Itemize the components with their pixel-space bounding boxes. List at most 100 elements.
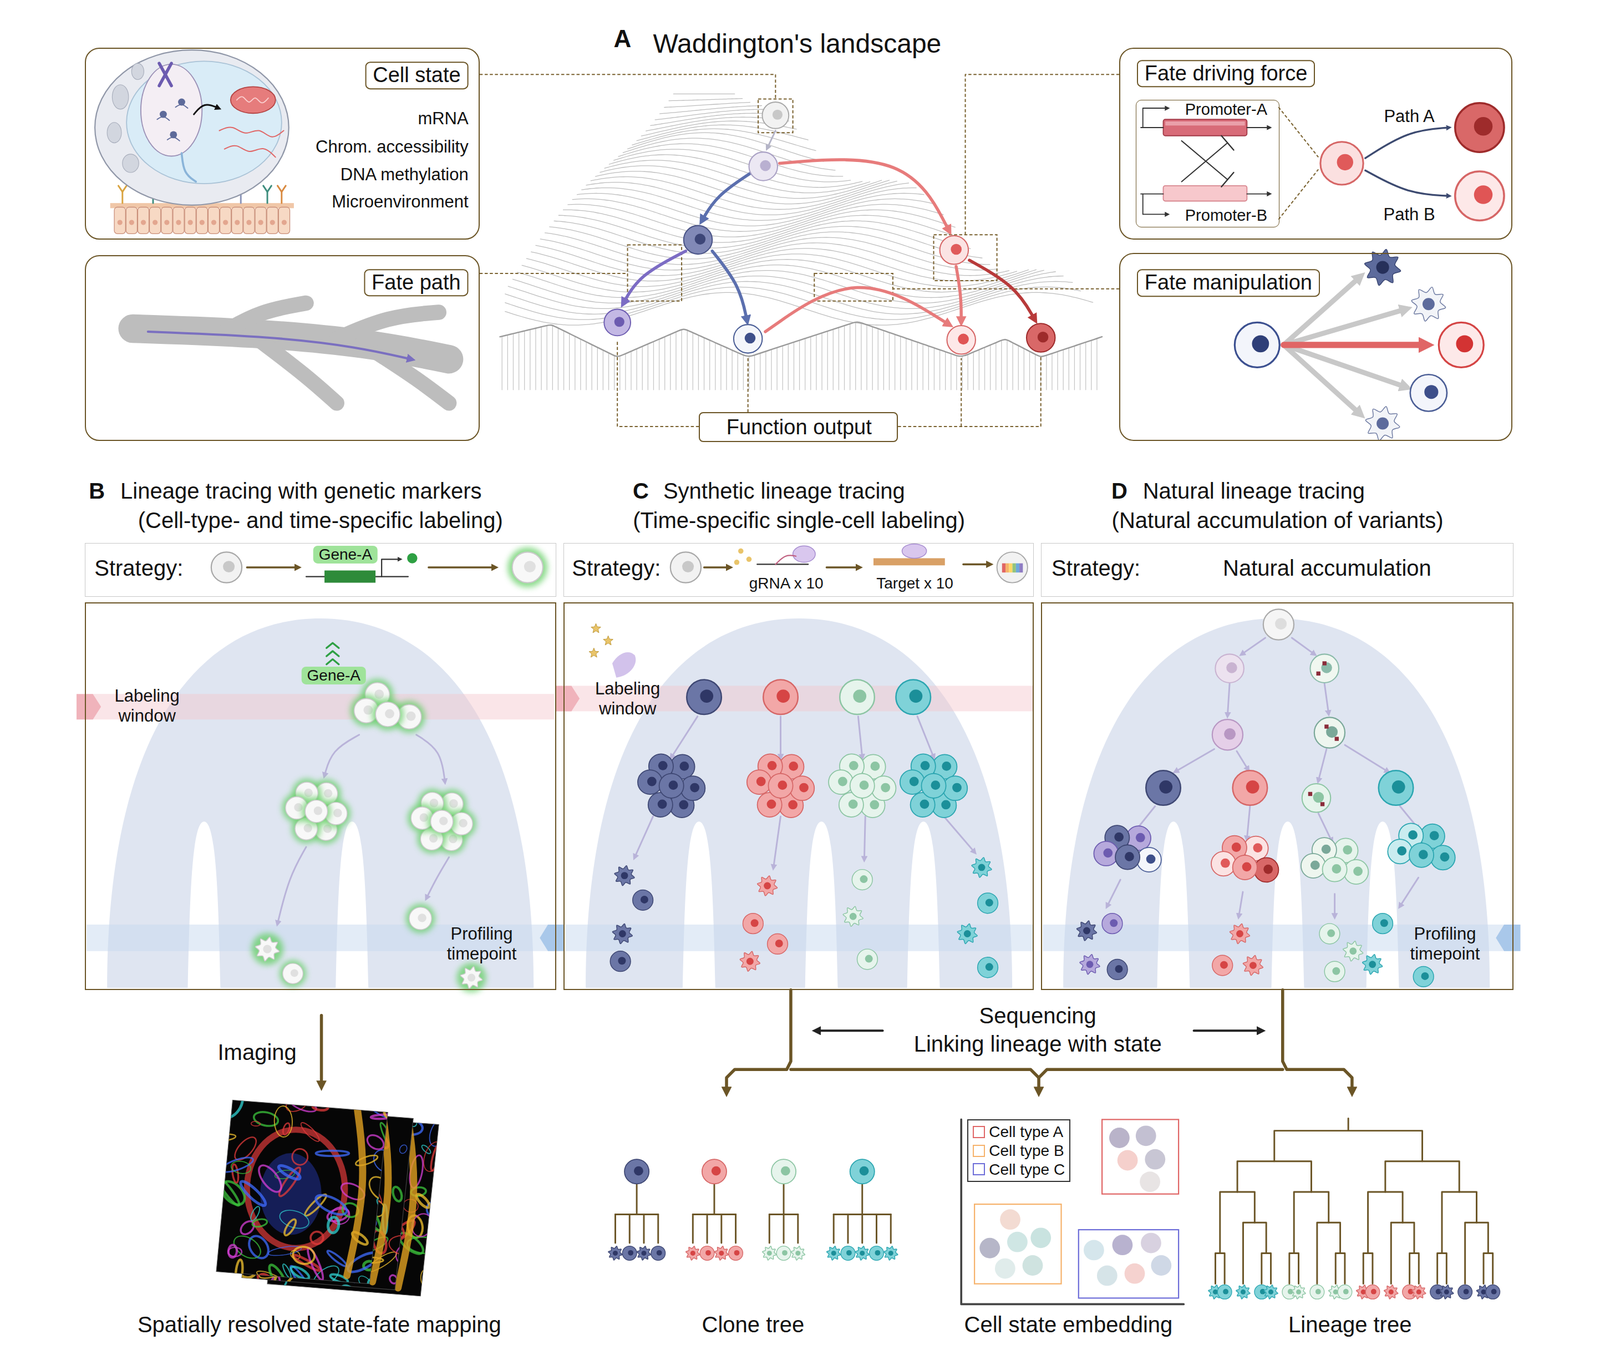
illustration-path xyxy=(933,347,935,390)
illustration-circle xyxy=(985,898,994,907)
illustration-path xyxy=(555,685,580,711)
illustration-circle xyxy=(641,1250,647,1256)
illustration-ellipse xyxy=(364,1172,396,1204)
illustration-path xyxy=(1364,249,1401,286)
box-heading: Cell state xyxy=(364,61,469,90)
illustration-path xyxy=(623,251,686,304)
illustration-path xyxy=(973,352,974,390)
illustration-path xyxy=(668,98,743,101)
illustration-circle xyxy=(1380,918,1389,927)
illustration-rect xyxy=(1019,563,1023,573)
illustration-rect xyxy=(243,207,255,235)
illustration-rect xyxy=(184,207,196,235)
illustration-circle xyxy=(679,761,689,771)
illustration-g xyxy=(94,49,294,234)
illustration-circle xyxy=(1231,842,1242,852)
illustration-g xyxy=(201,989,1353,1301)
illustration-path xyxy=(636,1246,651,1261)
illustration-path xyxy=(773,816,781,868)
illustration-circle xyxy=(670,551,702,583)
illustration-ellipse xyxy=(356,1273,375,1291)
illustration-path xyxy=(647,343,649,390)
illustration-path xyxy=(706,1214,709,1244)
illustration-path xyxy=(1246,806,1251,840)
illustration-path xyxy=(804,338,806,390)
illustration-path xyxy=(1348,1130,1422,1162)
illustration-circle xyxy=(977,892,999,914)
illustration-path xyxy=(1236,750,1248,770)
illustration-path xyxy=(712,251,748,321)
illustration-circle xyxy=(1429,830,1440,841)
illustration-path xyxy=(762,1246,777,1261)
illustration-path xyxy=(545,231,990,265)
illustration-path xyxy=(768,1214,771,1244)
illustration-circle xyxy=(767,1250,772,1256)
illustration-rect xyxy=(758,98,794,133)
illustration-path xyxy=(1333,894,1336,917)
illustration-ellipse xyxy=(230,1159,252,1176)
illustration-circle xyxy=(610,951,631,972)
panel-box: Fate manipulation xyxy=(1119,252,1512,441)
illustration-path xyxy=(1384,1284,1399,1299)
illustration-circle xyxy=(682,560,694,573)
illustration-ellipse xyxy=(201,1132,237,1144)
illustration-path xyxy=(625,353,626,390)
illustration-path xyxy=(552,324,553,390)
illustration-path xyxy=(1038,1069,1283,1078)
illustration-path xyxy=(1263,1284,1278,1299)
illustration-circle xyxy=(279,960,307,987)
illustration-path xyxy=(1293,1191,1312,1253)
illustration-circle xyxy=(1418,849,1429,860)
panel-letter: D xyxy=(1111,478,1128,504)
illustration-path xyxy=(619,356,621,390)
illustration-circle xyxy=(728,1246,744,1261)
illustration-path xyxy=(194,104,219,115)
illustration-circle xyxy=(658,760,668,771)
illustration-rect xyxy=(114,207,126,235)
illustration-circle xyxy=(1275,617,1287,630)
illustration-circle xyxy=(612,1250,618,1256)
illustration-circle xyxy=(762,102,789,129)
illustration-g xyxy=(76,49,1521,1304)
illustration-path xyxy=(1006,339,1008,390)
illustration-path xyxy=(1106,879,1121,907)
illustration-path xyxy=(540,326,542,390)
illustration-path xyxy=(673,93,735,95)
illustration-circle xyxy=(647,776,657,787)
illustration-circle xyxy=(746,556,753,562)
illustration-circle xyxy=(979,1237,1000,1259)
illustration-circle xyxy=(1263,608,1294,640)
illustration-circle xyxy=(1440,852,1450,862)
illustration-circle xyxy=(657,799,668,809)
illustration-circle xyxy=(1109,1127,1130,1149)
illustration-circle xyxy=(1337,1284,1353,1299)
text-label: Microenvironment xyxy=(331,192,469,213)
illustration-rect xyxy=(1316,671,1321,676)
illustration-path xyxy=(827,331,829,390)
legend-text: Cell type B xyxy=(988,1141,1064,1161)
illustration-path xyxy=(890,1214,892,1244)
illustration-circle xyxy=(281,220,287,226)
illustration-path xyxy=(1140,127,1163,129)
illustration-path xyxy=(280,191,283,203)
illustration-path xyxy=(529,329,531,390)
illustration-path xyxy=(175,104,188,109)
illustration-path xyxy=(889,332,890,390)
illustration-path xyxy=(734,1214,737,1244)
illustration-ellipse xyxy=(327,1216,340,1234)
illustration-circle xyxy=(175,220,181,226)
illustration-ellipse xyxy=(313,1191,350,1219)
illustration-path xyxy=(535,328,536,390)
illustration-circle xyxy=(1109,918,1118,927)
illustration-path xyxy=(793,342,795,390)
illustration-ellipse xyxy=(266,1262,291,1295)
illustration-ellipse xyxy=(282,1217,298,1237)
illustration-ellipse xyxy=(246,1129,345,1248)
illustration-circle xyxy=(699,1246,715,1261)
tracing-panel: Profiling timepoint xyxy=(1040,602,1514,990)
illustration-ellipse xyxy=(387,1232,424,1258)
illustration-ellipse xyxy=(419,1139,447,1175)
illustration-path xyxy=(1261,1252,1267,1284)
illustration-g xyxy=(201,1086,405,1295)
illustration-path xyxy=(326,642,339,648)
